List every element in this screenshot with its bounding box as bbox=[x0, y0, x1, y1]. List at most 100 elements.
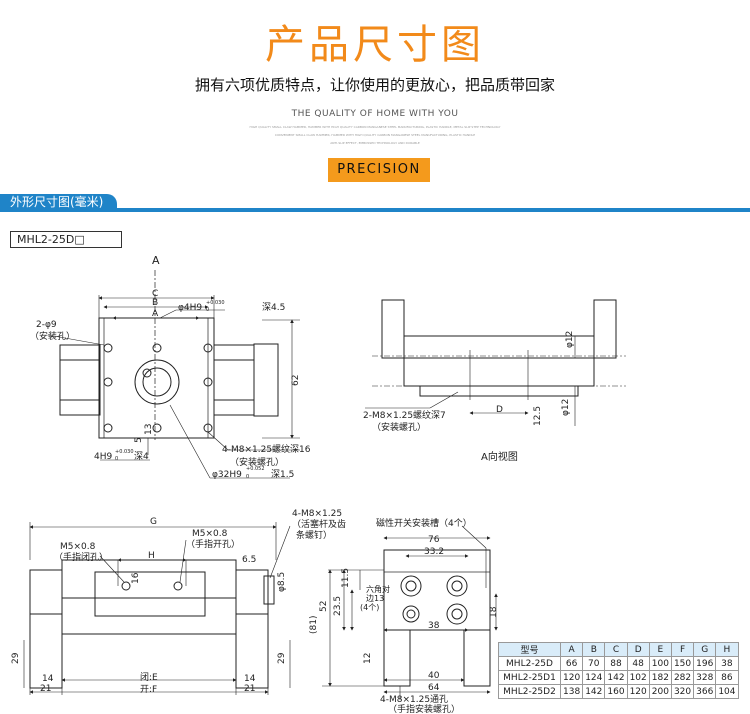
spec-table: 型号 A B C D E F G H MHL2-25D 66 70 88 48 … bbox=[498, 642, 739, 699]
cell: 102 bbox=[626, 670, 650, 685]
header-model: 型号 bbox=[498, 642, 561, 657]
cell: 104 bbox=[715, 684, 739, 699]
label-hex13a: 六角对 bbox=[366, 584, 390, 594]
label-21b: 21 bbox=[244, 684, 255, 694]
cell: 70 bbox=[582, 656, 606, 671]
label-phi12b: φ12 bbox=[561, 399, 571, 416]
cell: 120 bbox=[559, 670, 584, 685]
label-m8-piston: 4-M8×1.25 bbox=[292, 509, 342, 519]
label-phi85: φ8.5 bbox=[277, 572, 287, 592]
label-14b: 14 bbox=[244, 674, 256, 684]
small-print-line-3: ANTI-SLIP EFFECT, EMBOSSED TECHNOLOGY AN… bbox=[330, 141, 420, 145]
label-depth15: 深1.5 bbox=[271, 469, 294, 480]
label-332: 33.2 bbox=[424, 547, 444, 557]
label-A-top: A bbox=[152, 254, 160, 267]
label-125: 12.5 bbox=[533, 406, 543, 426]
cell: 66 bbox=[559, 656, 584, 671]
label-D: D bbox=[496, 405, 503, 415]
cell: 142 bbox=[582, 684, 606, 699]
label-2phi9: 2-φ9 bbox=[36, 320, 57, 330]
cell: MHL2-25D2 bbox=[498, 684, 561, 699]
section-title: 外形尺寸图(毫米) bbox=[0, 194, 118, 210]
label-side-install: （安装螺孔） bbox=[372, 421, 426, 433]
cell: 38 bbox=[715, 656, 739, 671]
label-phi4h9: φ4H9 bbox=[178, 303, 202, 313]
label-finger-install: （手指安装螺孔） bbox=[388, 703, 460, 714]
label-64: 64 bbox=[428, 683, 440, 693]
label-18: 18 bbox=[489, 606, 499, 618]
label-m5a-note: （手指闭孔） bbox=[54, 551, 108, 563]
cell: 120 bbox=[626, 684, 650, 699]
label-235: 23.5 bbox=[333, 596, 343, 616]
label-tol-030: +0.030 bbox=[206, 300, 225, 306]
label-install-hole: （安装孔） bbox=[30, 330, 75, 342]
small-print-line-2: CONVENIENT SMALL CLAW HAMMER, HAMMER WIT… bbox=[274, 133, 476, 137]
cell: 124 bbox=[582, 670, 606, 685]
label-29b: 29 bbox=[277, 652, 287, 664]
label-h9-tol-0: 0 bbox=[115, 456, 118, 462]
cell: 138 bbox=[559, 684, 584, 699]
label-phi32: φ32H9 bbox=[212, 470, 242, 480]
label-m5b-note: （手指开孔） bbox=[186, 538, 240, 550]
cell: 160 bbox=[604, 684, 628, 699]
cell: MHL2-25D bbox=[498, 656, 561, 671]
label-depth45: 深4.5 bbox=[262, 302, 285, 313]
label-piston-note1: （活塞杆及齿 bbox=[292, 518, 346, 530]
label-four: (4个) bbox=[360, 603, 379, 612]
header-F: F bbox=[670, 642, 695, 657]
cell: 320 bbox=[670, 684, 695, 699]
cell: 86 bbox=[715, 670, 739, 685]
label-29a: 29 bbox=[11, 652, 21, 664]
table-row: MHL2-25D1 120 124 142 102 182 282 328 86 bbox=[498, 670, 739, 685]
header-D: D bbox=[626, 642, 650, 657]
label-a-view: A向视图 bbox=[481, 450, 518, 463]
label-m5b: M5×0.8 bbox=[192, 529, 228, 539]
cell: 282 bbox=[670, 670, 695, 685]
section-bar: 外形尺寸图(毫米) bbox=[0, 194, 750, 212]
header-C: C bbox=[604, 642, 628, 657]
label-B: B bbox=[152, 298, 158, 308]
page-subtitle: 拥有六项优质特点，让你使用的更放心，把品质带回家 bbox=[194, 76, 555, 94]
label-21a: 21 bbox=[40, 684, 51, 694]
label-piston-note2: 条螺钉） bbox=[296, 529, 332, 541]
header-E: E bbox=[648, 642, 672, 657]
label-tol-052: +0.052 bbox=[246, 466, 265, 472]
header-H: H bbox=[715, 642, 739, 657]
label-tol-0: 0 bbox=[206, 307, 209, 313]
label-52: 52 bbox=[319, 601, 329, 612]
label-40: 40 bbox=[428, 671, 440, 681]
label-A: A bbox=[152, 309, 159, 319]
label-side-m8: 2-M8×1.25螺纹深7 bbox=[363, 409, 446, 421]
table-row: MHL2-25D 66 70 88 48 100 150 196 38 bbox=[498, 656, 739, 671]
cell: 150 bbox=[670, 656, 695, 671]
cell: 328 bbox=[693, 670, 717, 685]
cell: 196 bbox=[693, 656, 717, 671]
header-A: A bbox=[559, 642, 584, 657]
label-62: 62 bbox=[291, 375, 301, 386]
header-G: G bbox=[693, 642, 717, 657]
label-m8-thread: 4-M8×1.25螺纹深16 bbox=[222, 443, 311, 455]
label-C: C bbox=[152, 289, 158, 299]
label-12: 12 bbox=[363, 653, 373, 664]
label-115: 11.5 bbox=[341, 568, 351, 588]
label-16: 16 bbox=[131, 572, 141, 584]
label-sensor-slot: 磁性开关安装槽（4个） bbox=[376, 517, 472, 529]
header-B: B bbox=[582, 642, 606, 657]
label-65: 6.5 bbox=[242, 555, 256, 565]
cell: 182 bbox=[648, 670, 672, 685]
cell: 100 bbox=[648, 656, 672, 671]
table-row: MHL2-25D2 138 142 160 120 200 320 366 10… bbox=[498, 684, 739, 699]
table-header-row: 型号 A B C D E F G H bbox=[498, 642, 739, 657]
label-m8-through: 4-M8×1.25通孔 bbox=[380, 694, 448, 705]
label-phi12a: φ12 bbox=[565, 331, 575, 348]
label-13: 13 bbox=[144, 424, 154, 435]
cell: 88 bbox=[604, 656, 628, 671]
label-76: 76 bbox=[428, 535, 440, 545]
precision-badge: PRECISION bbox=[328, 158, 430, 182]
model-label: MHL2-25D□ bbox=[10, 231, 122, 248]
label-38: 38 bbox=[428, 621, 440, 631]
label-4h9: 4H9 bbox=[94, 452, 112, 462]
label-81: (81) bbox=[309, 616, 319, 634]
quality-tagline: THE QUALITY OF HOME WITH YOU bbox=[291, 109, 459, 119]
